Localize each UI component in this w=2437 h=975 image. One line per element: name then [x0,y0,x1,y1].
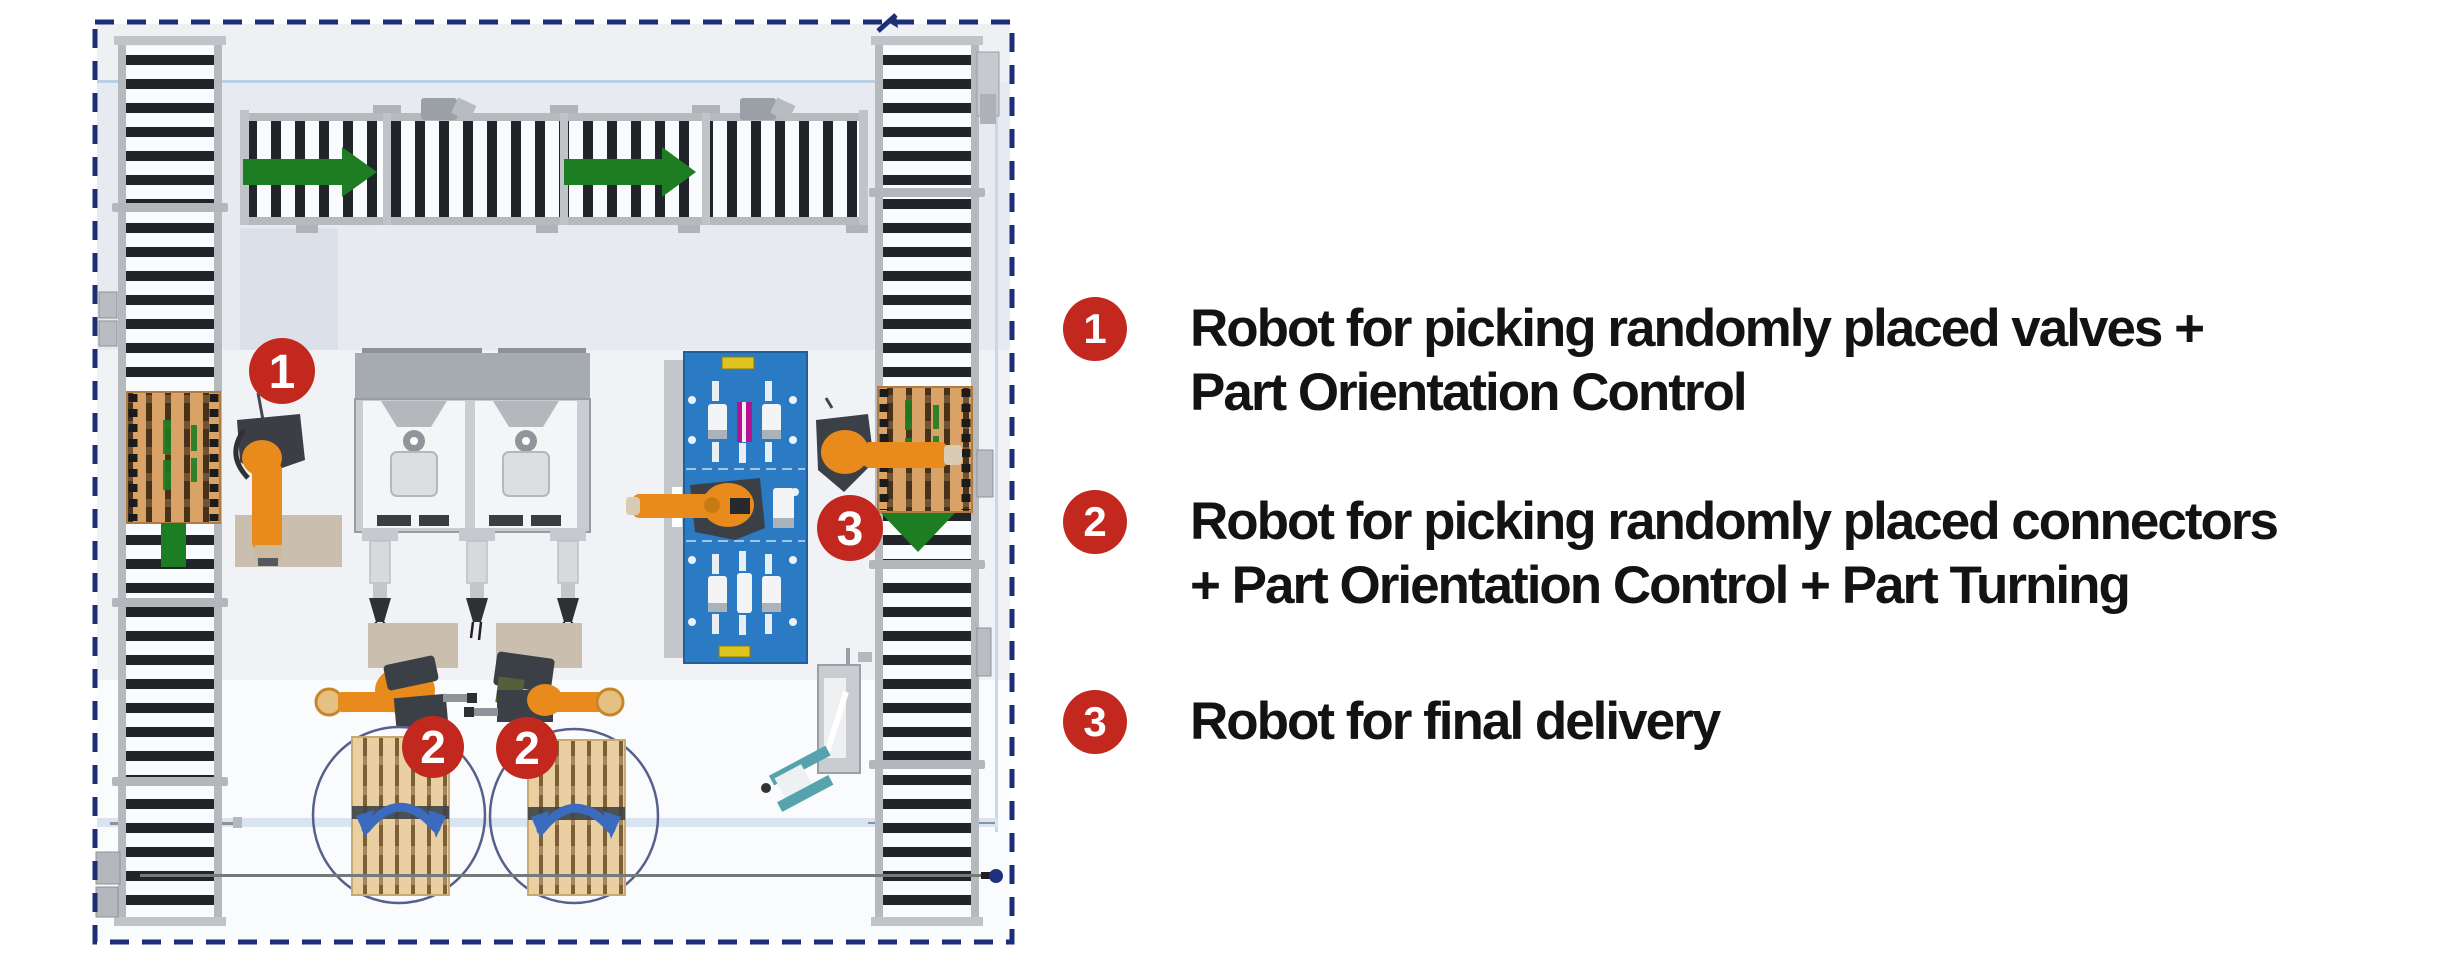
legend-badge-2: 2 [1063,490,1127,554]
conveyor-section-divider [383,113,391,225]
floor-patch [240,228,338,350]
legend-text-3: Robot for final delivery [1190,690,2437,754]
board-pins [712,381,772,635]
camera-icon [740,97,796,122]
gripper-arm [550,528,586,641]
marker-2a-badge: 2 [402,716,464,778]
machine-bay [363,401,465,528]
board-dots [688,396,799,626]
legend-badge-1: 1 [1063,297,1127,361]
marker-1-label: 1 [269,346,296,399]
board-part-slots [708,402,794,613]
selection-border [92,19,1015,945]
board-robot [626,478,765,540]
marker-1-badge: 1 [249,338,315,404]
legend-badge-3: 3 [1063,690,1127,754]
sweeper-tool [761,745,834,812]
legend-line: Robot for final delivery [1190,692,1721,751]
flow-arrow-right [243,147,377,197]
flow-arrow-right [564,147,696,197]
camera-icon [421,97,477,122]
flow-arrow-down [161,523,186,567]
legend-item-2: 2 Robot for picking randomly placed conn… [1063,490,2437,618]
legend-item-3: 3 Robot for final delivery [1063,690,2437,754]
conveyor-section-divider [702,113,710,225]
legend-item-1: 1 Robot for picking randomly placed valv… [1063,297,2437,425]
cell-layout-diagram: 1 2 2 3 [92,13,1015,945]
fixture-board [626,351,808,664]
right-guide-line [995,82,998,832]
marker-2a-label: 2 [420,721,446,773]
legend-line: Robot for picking randomly placed valves… [1190,299,2205,358]
marker-3-badge: 3 [817,495,883,561]
top-conveyor [240,97,868,233]
legend-line: Part Orientation Control [1190,363,1748,422]
robot-3-delivery [816,397,962,492]
flow-arrow-down [881,513,955,552]
staging-table [235,515,342,567]
legend-line: + Part Orientation Control + Part Turnin… [1190,556,2131,615]
dimension-line [140,869,1003,883]
machine-bay [475,401,577,528]
robot-1-picker [233,392,305,566]
legend-line: Robot for picking randomly placed connec… [1190,492,2279,551]
turning-station-left [311,725,487,905]
top-guide-line [97,80,998,83]
inbound-pallet-left [126,391,221,567]
legend-text-1: Robot for picking randomly placed valves… [1190,297,2437,425]
marker-2b-label: 2 [514,722,540,774]
robot-2-right [464,651,625,722]
node-dot [989,869,1003,883]
marker-2b-badge: 2 [496,717,558,779]
legend-text-2: Robot for picking randomly placed connec… [1190,490,2437,618]
rotation-arrow [361,802,441,834]
rotation-arrow [536,803,616,835]
marker-3-label: 3 [837,503,864,556]
gripper-arm [459,528,495,641]
